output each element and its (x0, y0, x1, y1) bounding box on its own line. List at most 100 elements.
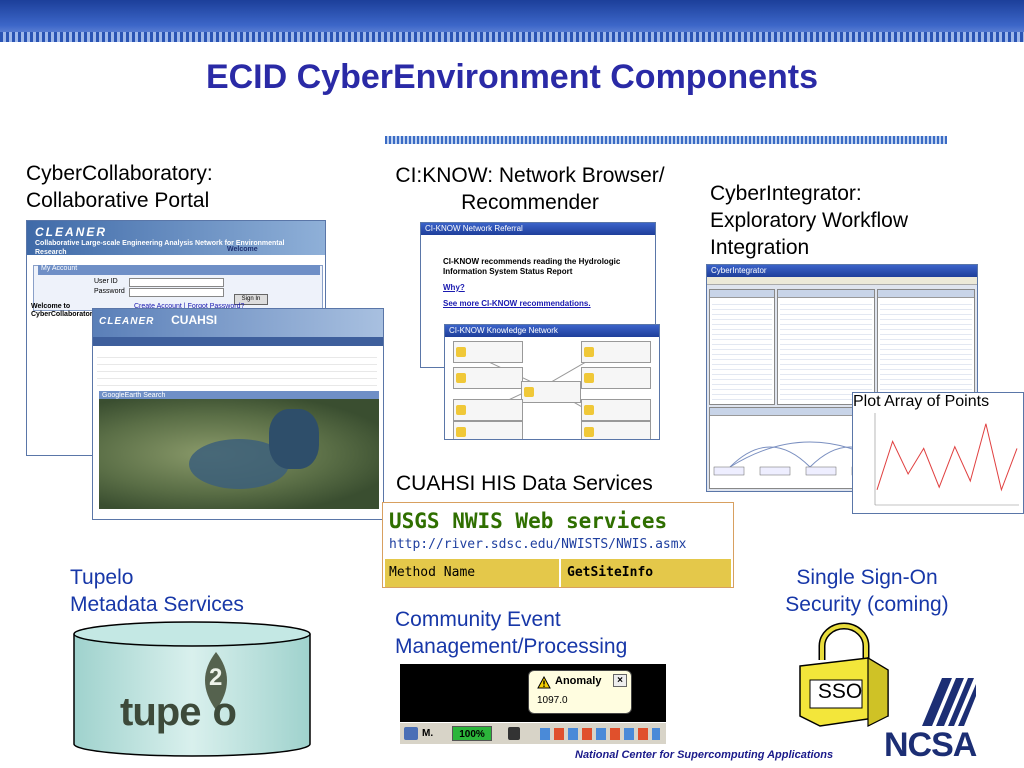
usgs-method-row: Method Name GetSiteInfo (385, 559, 731, 587)
collab-label-line1: CyberCollaboratory: (26, 162, 213, 185)
tupelo-label-line2: Metadata Services (70, 593, 244, 616)
network-node[interactable] (453, 341, 523, 363)
network-node[interactable] (453, 367, 523, 389)
plot-titlebar: Plot Array of Points (853, 393, 990, 410)
welcome-text: Welcome to CyberCollaboratory (31, 303, 121, 319)
warning-icon (537, 676, 551, 689)
ciknow-label-line1: CI:KNOW: Network Browser/ (395, 164, 665, 187)
tupelo-label-line1: Tupelo (70, 566, 134, 589)
user-id-input[interactable] (129, 278, 224, 287)
padlock-icon (799, 622, 889, 727)
network-node-center[interactable] (521, 381, 581, 403)
event-label: Community Event Management/Processing (395, 606, 627, 660)
usgs-title: USGS NWIS Web services (389, 509, 668, 533)
cuahsi-header: CLEANER CUAHSI (93, 309, 383, 337)
see-more-link[interactable]: See more CI-KNOW recommendations. (443, 299, 591, 308)
sso-label-line2: Security (coming) (785, 593, 949, 616)
ciknow-message: CI-KNOW recommends reading the Hydrologi… (443, 257, 621, 276)
google-earth-map[interactable] (99, 399, 379, 509)
cuahsi-menu-bar[interactable] (93, 337, 383, 346)
header-stripes (0, 32, 1024, 42)
title-rule (385, 136, 947, 144)
sso-label: Single Sign-On Security (coming) (764, 564, 970, 618)
taskbar: M. 100% (400, 722, 666, 744)
tupelo-version: 2 (209, 664, 223, 691)
map-water-2 (269, 409, 319, 469)
tupelo-label: Tupelo Metadata Services (70, 564, 244, 618)
tupelo-logo-text: tupe (120, 690, 201, 734)
integrator-label-line3: Integration (710, 236, 810, 259)
tupelo-logo-tail: o (212, 690, 236, 734)
event-label-line1: Community Event (395, 608, 561, 631)
usgs-method-name-header: Method Name (385, 559, 561, 587)
cuahsi-text-area (97, 351, 377, 391)
plot-series-line (876, 423, 1018, 492)
cleaner-header: CLEANER Collaborative Large-scale Engine… (27, 221, 325, 256)
ciknow-label-line2: Recommender (461, 191, 599, 214)
tupelo-cylinder (73, 621, 311, 757)
integrator-titlebar: CyberIntegrator (707, 265, 977, 277)
password-label: Password (94, 288, 125, 295)
anomaly-tooltip: Anomaly × 1097.0 (528, 670, 632, 714)
anomaly-title: Anomaly (555, 675, 602, 687)
user-id-label: User ID (94, 278, 118, 285)
tupelo-leaf-icon (205, 652, 227, 710)
tools-panel[interactable] (709, 289, 775, 405)
slide-title: ECID CyberEnvironment Components (205, 58, 819, 96)
cuahsi-cleaner-brand: CLEANER (99, 316, 155, 327)
network-node[interactable] (581, 341, 651, 363)
my-account-label: My Account (38, 265, 320, 275)
network-node[interactable] (581, 399, 651, 421)
cuahsi-portal-screenshot: CLEANER CUAHSI GoogleEarth Search (92, 308, 384, 520)
ncsa-logo-text: NCSA (884, 726, 977, 764)
integrator-label-line2: Exploratory Workflow (710, 209, 909, 232)
sign-in-button[interactable]: Sign In (234, 294, 268, 305)
password-input[interactable] (129, 288, 224, 297)
taskbar-label[interactable]: M. (422, 728, 434, 739)
cuahsi-brand: CUAHSI (171, 313, 218, 327)
usgs-nwis-panel: USGS NWIS Web services http://river.sdsc… (382, 502, 734, 588)
network-node[interactable] (453, 421, 523, 439)
collab-label-line2: Collaborative Portal (26, 189, 210, 212)
collab-label: CyberCollaboratory: Collaborative Portal (26, 160, 213, 214)
app-icon[interactable] (404, 727, 418, 740)
data-panel[interactable] (877, 289, 975, 405)
ciknow-network-window: CI-KNOW Knowledge Network (444, 324, 660, 440)
integrator-window: CyberIntegrator (706, 264, 978, 492)
network-node[interactable] (581, 367, 651, 389)
header-bar (0, 0, 1024, 42)
anomaly-value: 1097.0 (537, 695, 568, 706)
create-account-link[interactable]: Create Account | Forgot Password? (134, 303, 245, 310)
zoom-indicator[interactable]: 100% (452, 726, 492, 741)
ciknow-label: CI:KNOW: Network Browser/ Recommender (362, 162, 698, 216)
plot-window: Plot Array of Points (852, 392, 1024, 514)
network-node[interactable] (581, 421, 651, 439)
usgs-url[interactable]: http://river.sdsc.edu/NWISTS/NWIS.asmx (389, 537, 687, 552)
integrator-menubar[interactable] (707, 277, 977, 285)
welcome-to-heading: Welcome to CyberCollaboratory (31, 303, 97, 318)
plug-icon[interactable] (508, 727, 520, 740)
map-search-bar: GoogleEarth Search (99, 391, 379, 399)
plot-area (874, 413, 1019, 506)
ciknow-titlebar: CI-KNOW Network Referral (421, 223, 655, 235)
steps-panel[interactable] (777, 289, 875, 405)
integrator-label-line1: CyberIntegrator: (710, 182, 862, 205)
integrator-label: CyberIntegrator: Exploratory Workflow In… (710, 180, 908, 261)
tray-icons[interactable] (540, 728, 660, 740)
close-icon[interactable]: × (613, 674, 627, 687)
why-link[interactable]: Why? (443, 283, 465, 292)
sso-label-line1: Single Sign-On (796, 566, 938, 589)
network-node[interactable] (453, 399, 523, 421)
ciknow-message-area: CI-KNOW recommends reading the Hydrologi… (443, 257, 623, 309)
event-label-line2: Management/Processing (395, 635, 628, 658)
cuahsi-label: CUAHSI HIS Data Services (396, 472, 653, 495)
welcome-heading: Welcome (227, 246, 258, 253)
network-titlebar: CI-KNOW Knowledge Network (445, 325, 659, 337)
cleaner-brand: CLEANER (35, 225, 108, 239)
usgs-method-value[interactable]: GetSiteInfo (567, 565, 654, 580)
ncsa-logo-mark (922, 678, 976, 726)
anomaly-screenshot: Anomaly × 1097.0 M. 100% (400, 664, 666, 744)
sso-lock-label: SSO (817, 680, 863, 703)
cleaner-tagline: Collaborative Large-scale Engineering An… (35, 240, 285, 256)
